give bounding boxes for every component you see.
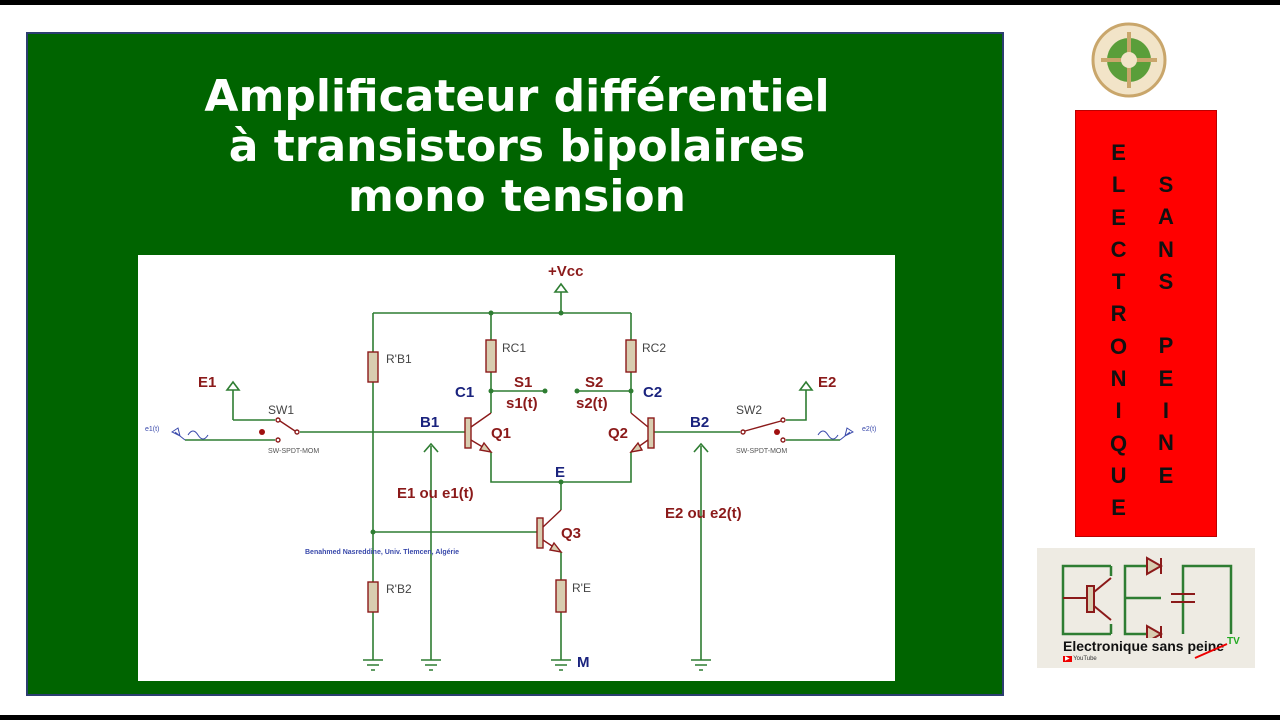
label-sw1: SW1 xyxy=(268,403,294,417)
label-rb1: R'B1 xyxy=(386,352,412,366)
banner-letter: L xyxy=(1111,172,1126,198)
label-q3: Q3 xyxy=(561,525,581,542)
sine-wave-icon xyxy=(187,430,209,440)
label-q2: Q2 xyxy=(608,425,628,442)
banner-letter: I xyxy=(1115,398,1122,424)
banner-letter: N xyxy=(1110,366,1127,392)
label-q1: Q1 xyxy=(491,425,511,442)
bottom-border xyxy=(0,715,1280,720)
label-sw2-type: SW-SPDT-MOM xyxy=(736,448,787,455)
banner-letter xyxy=(1163,298,1169,330)
banner-letter: C xyxy=(1110,236,1127,262)
label-sw2: SW2 xyxy=(736,403,762,417)
title-line-1: Amplificateur différentiel xyxy=(204,71,830,122)
resistor-re xyxy=(555,579,567,613)
label-b1: B1 xyxy=(420,414,439,431)
input-arrows xyxy=(423,442,709,453)
terminal-arrows xyxy=(225,282,814,391)
banner-letter: I xyxy=(1162,398,1169,424)
banner-letter: E xyxy=(1111,140,1126,165)
channel-logo: Electronique sans peine TV ▶ YouTube xyxy=(1037,548,1255,668)
label-e1t: e1(t) xyxy=(145,426,159,433)
label-s1: S1 xyxy=(514,374,532,391)
label-sw1-type: SW-SPDT-MOM xyxy=(268,448,319,455)
banner-letter: Q xyxy=(1110,430,1128,456)
banner-letter: R xyxy=(1110,301,1127,327)
label-input1: E1 ou e1(t) xyxy=(397,485,474,502)
banner-letter: T xyxy=(1111,269,1126,295)
credit-text: Benahmed Nasreddine, Univ. Tlemcen, Algé… xyxy=(305,549,459,556)
label-s1t: s1(t) xyxy=(506,395,538,412)
transistors xyxy=(464,412,655,554)
transistor-q1 xyxy=(464,417,472,449)
label-input2: E2 ou e2(t) xyxy=(665,505,742,522)
sine-wave-icon xyxy=(817,430,839,440)
transistor-q2 xyxy=(647,417,655,449)
banner-letter: E xyxy=(1111,495,1126,521)
label-c2: C2 xyxy=(643,384,662,401)
slide: Amplificateur différentiel à transistors… xyxy=(26,32,1004,696)
label-e2: E2 xyxy=(818,374,836,391)
transistor-q3 xyxy=(536,517,544,549)
banner-letter: U xyxy=(1110,462,1127,488)
banner-letter: A xyxy=(1158,204,1174,230)
logo-text: Electronique sans peine xyxy=(1063,638,1225,654)
junctions xyxy=(370,310,634,535)
resistor-rc1 xyxy=(485,339,497,373)
e1-arrow-icon xyxy=(225,380,241,391)
slide-title: Amplificateur différentiel à transistors… xyxy=(28,72,1006,222)
switches xyxy=(259,417,786,443)
label-re: R'E xyxy=(572,581,591,595)
grounds xyxy=(363,659,711,671)
label-m: M xyxy=(577,654,590,671)
label-vcc: +Vcc xyxy=(548,263,583,280)
banner-letter: S xyxy=(1158,268,1174,294)
title-line-3: mono tension xyxy=(348,171,686,222)
resistor-rb2 xyxy=(367,581,379,613)
label-rb2: R'B2 xyxy=(386,582,412,596)
arrow-up-icon xyxy=(423,442,439,453)
banner-letter: O xyxy=(1110,333,1128,359)
banner-letter: S xyxy=(1158,172,1174,197)
vcc-arrow-icon xyxy=(553,282,569,293)
resistors xyxy=(367,339,637,613)
banner-letter: E xyxy=(1111,204,1126,230)
banner-letter: N xyxy=(1158,236,1174,262)
circuit-panel xyxy=(138,255,895,681)
banner-letter: N xyxy=(1158,430,1174,456)
banner-letter: E xyxy=(1158,365,1174,391)
arrow-up-icon xyxy=(693,442,709,453)
label-rc2: RC2 xyxy=(642,341,666,355)
label-b2: B2 xyxy=(690,414,709,431)
label-e: E xyxy=(555,464,565,481)
label-rc1: RC1 xyxy=(502,341,526,355)
youtube-icon: ▶ YouTube xyxy=(1063,656,1097,662)
top-border xyxy=(0,0,1280,5)
label-c1: C1 xyxy=(455,384,474,401)
ac-sources xyxy=(171,427,854,441)
title-line-2: à transistors bipolaires xyxy=(228,121,806,172)
university-seal-logo xyxy=(1091,22,1167,98)
resistor-rc2 xyxy=(625,339,637,373)
label-s2: S2 xyxy=(585,374,603,391)
resistor-rb1 xyxy=(367,351,379,383)
label-e1: E1 xyxy=(198,374,216,391)
banner-letter: P xyxy=(1158,333,1174,359)
platform-label: YouTube xyxy=(1073,656,1097,662)
label-e2t: e2(t) xyxy=(862,426,876,433)
e2-arrow-icon xyxy=(798,380,814,391)
logo-tv: TV xyxy=(1227,636,1240,647)
label-s2t: s2(t) xyxy=(576,395,608,412)
banner-letter: E xyxy=(1158,462,1174,488)
